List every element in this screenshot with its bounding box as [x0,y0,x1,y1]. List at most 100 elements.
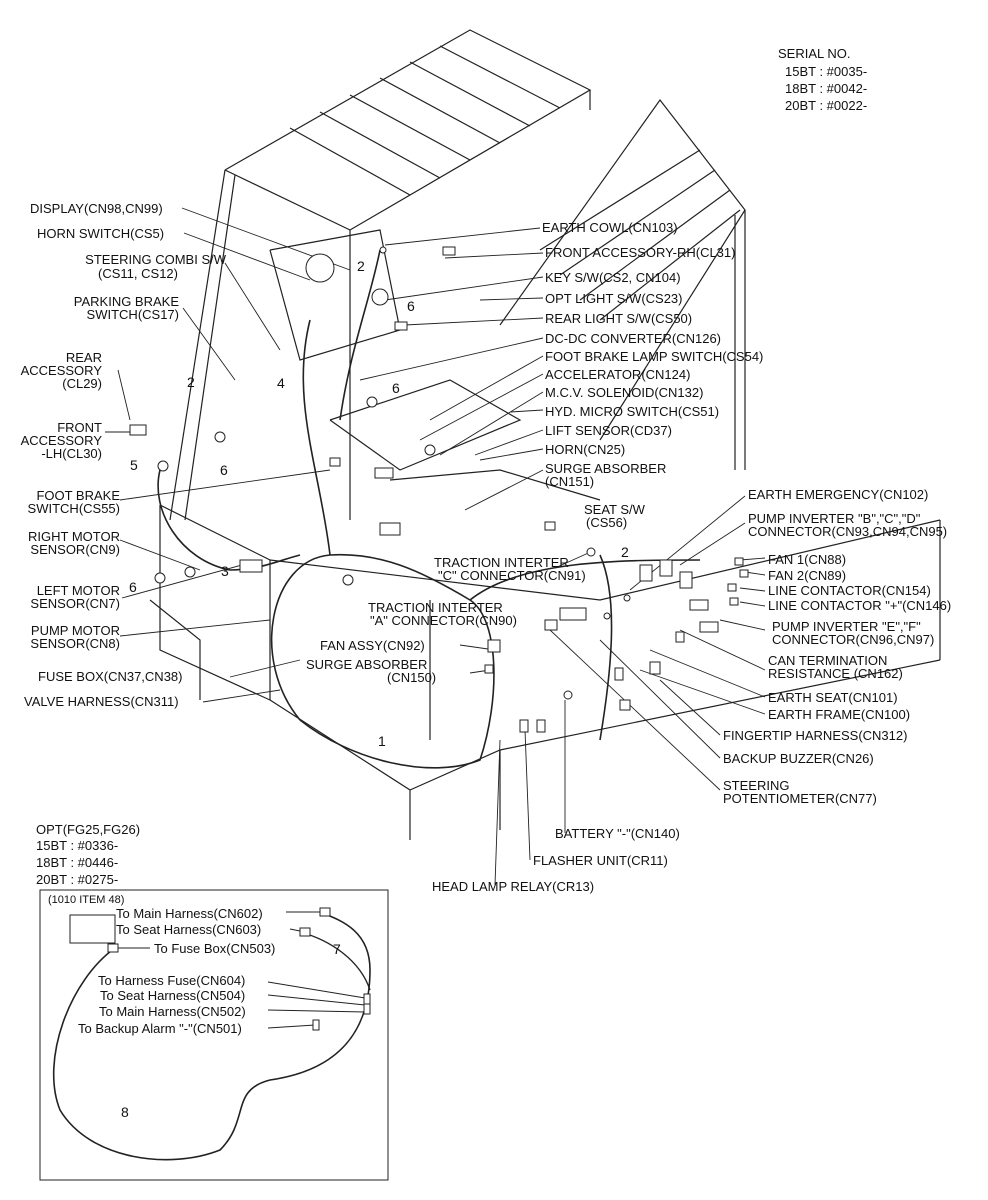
label-surge-absorber-150-2: (CN150) [387,670,437,685]
label-earth-emergency: EARTH EMERGENCY(CN102) [748,487,929,502]
label-line-contactor-plus: LINE CONTACTOR "+"(CN146) [768,598,952,613]
label-fan-assy: FAN ASSY(CN92) [320,638,425,653]
label-can-termination-2: RESISTANCE (CN162) [768,666,903,681]
opt-15bt: 15BT : #0336- [36,838,119,853]
label-surge-absorber-150-1: SURGE ABSORBER [306,657,428,672]
inset-item-label: (1010 ITEM 48) [48,894,125,906]
label-left-motor-2: SENSOR(CN7) [30,596,120,611]
label-traction-c-2: "C" CONNECTOR(CN91) [438,568,586,583]
label-fan1: FAN 1(CN88) [768,552,847,567]
serial-15bt: 15BT : #0035- [785,64,868,79]
label-pump-bcd-2: CONNECTOR(CN93,CN94,CN95) [748,524,948,539]
label-valve-harness: VALVE HARNESS(CN311) [24,694,179,709]
label-fuse-box: FUSE BOX(CN37,CN38) [38,669,183,684]
label-key-sw: KEY S/W(CS2, CN104) [545,270,681,285]
callout-6: 6 [220,462,228,478]
label-foot-brake-1: FOOT BRAKE [36,488,120,503]
inset-frame [39,889,389,1181]
label-pump-motor-2: SENSOR(CN8) [30,636,120,651]
callout-5: 5 [130,457,138,473]
connector-glyphs [107,246,749,1031]
callout-6: 6 [392,380,400,396]
label-fan2: FAN 2(CN89) [768,568,847,583]
label-display: DISPLAY(CN98,CN99) [30,201,163,216]
label-traction-a-1: TRACTION INTERTER [368,600,503,615]
callout-2: 2 [187,374,195,390]
callout-6: 6 [129,579,137,595]
serial-title: SERIAL NO. [778,46,851,61]
label-rear-accessory-1: REAR [65,350,102,365]
label-traction-c-1: TRACTION INTERTER [434,555,569,570]
label-lift-sensor: LIFT SENSOR(CD37) [545,423,672,438]
inset-leaders [118,911,366,1029]
label-traction-a-2: "A" CONNECTOR(CN90) [370,613,517,628]
inset-fuse-503: To Fuse Box(CN503) [154,941,276,956]
inset-main-502: To Main Harness(CN502) [99,1004,246,1019]
opt-18bt: 18BT : #0446- [36,855,119,870]
callout-8: 8 [121,1104,129,1120]
inset-fuse-604: To Harness Fuse(CN604) [98,973,246,988]
inset-main-602: To Main Harness(CN602) [116,906,263,921]
label-foot-brake-lamp: FOOT BRAKE LAMP SWITCH(CS54) [545,349,764,364]
label-pump-ef-1: PUMP INVERTER "E","F" [772,619,921,634]
label-steering-combi-2: (CS11, CS12) [98,266,178,281]
label-steering-combi-1: STEERING COMBI S/W [85,252,226,267]
label-pump-ef-2: CONNECTOR(CN96,CN97) [772,632,935,647]
callout-6: 6 [407,298,415,314]
serial-20bt: 20BT : #0022- [785,98,868,113]
inset-seat-603: To Seat Harness(CN603) [116,922,262,937]
label-parking-brake-2: SWITCH(CS17) [86,307,179,322]
label-front-accessory-3: -LH(CL30) [41,446,102,461]
label-head-lamp-relay: HEAD LAMP RELAY(CR13) [432,879,595,894]
callout-4: 4 [277,375,285,391]
serial-18bt: 18BT : #0042- [785,81,868,96]
callout-1: 1 [378,733,386,749]
label-foot-brake-2: SWITCH(CS55) [27,501,120,516]
label-fingertip-harness: FINGERTIP HARNESS(CN312) [723,728,908,743]
label-opt-light: OPT LIGHT S/W(CS23) [545,291,683,306]
label-right-motor-1: RIGHT MOTOR [28,529,120,544]
label-rear-light: REAR LIGHT S/W(CS50) [545,311,693,326]
label-surge-absorber-1: SURGE ABSORBER [545,461,667,476]
label-can-termination-1: CAN TERMINATION [768,653,888,668]
label-earth-seat: EARTH SEAT(CN101) [768,690,898,705]
left-leaders [105,207,351,703]
label-horn: HORN(CN25) [545,442,626,457]
label-line-contactor: LINE CONTACTOR(CN154) [768,583,931,598]
inset-backup-501: To Backup Alarm "-"(CN501) [78,1021,242,1036]
label-pump-bcd-1: PUMP INVERTER "B","C","D" [748,511,921,526]
callout-2: 2 [621,544,629,560]
label-hyd-micro: HYD. MICRO SWITCH(CS51) [545,404,720,419]
label-battery: BATTERY "-"(CN140) [555,826,680,841]
inset-seat-504: To Seat Harness(CN504) [100,988,246,1003]
label-steering-pot-1: STEERING [723,778,790,793]
label-earth-cowl: EARTH COWL(CN103) [542,220,678,235]
label-front-accessory-2: ACCESSORY [20,433,102,448]
label-front-accessory-1: FRONT [57,420,102,435]
label-seat-sw-2: (CS56) [586,515,628,530]
label-seat-sw-1: SEAT S/W [584,502,645,517]
label-steering-pot-2: POTENTIOMETER(CN77) [723,791,877,806]
label-accelerator: ACCELERATOR(CN124) [545,367,691,382]
opt-20bt: 20BT : #0275- [36,872,119,887]
label-rear-accessory-2: ACCESSORY [20,363,102,378]
callout-2: 2 [357,258,365,274]
harness-8 [52,911,371,1161]
label-flasher-unit: FLASHER UNIT(CR11) [533,853,668,868]
callout-3: 3 [221,563,229,579]
overhead-guard [169,29,746,521]
label-dcdc: DC-DC CONVERTER(CN126) [545,331,722,346]
opt-title: OPT(FG25,FG26) [36,822,141,837]
label-horn-switch: HORN SWITCH(CS5) [37,226,165,241]
label-pump-motor-1: PUMP MOTOR [30,623,120,638]
label-front-accessory-rh: FRONT ACCESSORY-RH(CL31) [545,245,736,260]
label-rear-accessory-3: (CL29) [62,376,102,391]
label-left-motor-1: LEFT MOTOR [36,583,120,598]
label-parking-brake-1: PARKING BRAKE [73,294,179,309]
callout-7: 7 [333,941,341,957]
label-surge-absorber-2: (CN151) [545,474,595,489]
label-earth-frame: EARTH FRAME(CN100) [768,707,911,722]
label-backup-buzzer: BACKUP BUZZER(CN26) [723,751,874,766]
